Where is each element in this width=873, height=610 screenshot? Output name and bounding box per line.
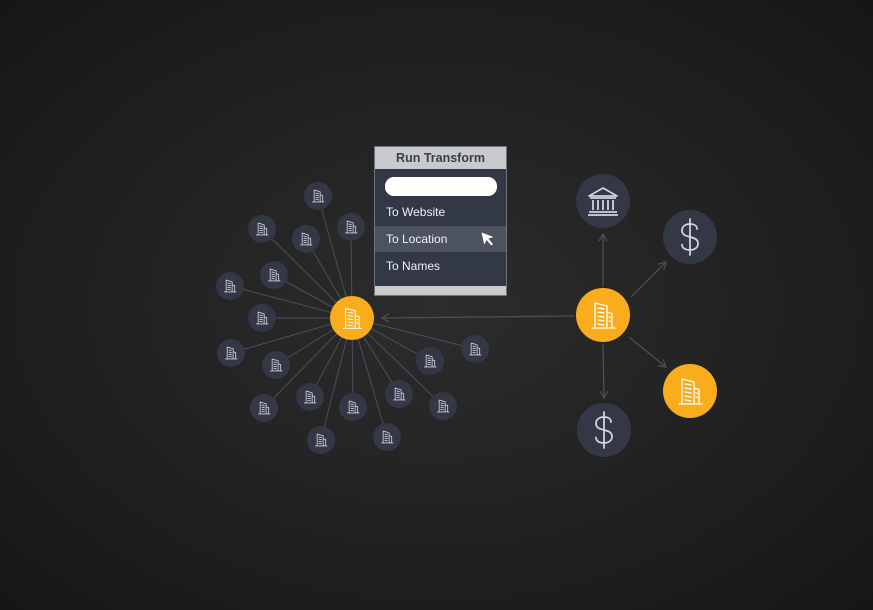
edge-arrow <box>628 336 668 368</box>
satellite-node[interactable] <box>307 426 335 454</box>
satellite-node[interactable] <box>292 225 320 253</box>
satellite-node[interactable] <box>250 394 278 422</box>
satellite-node[interactable] <box>429 392 457 420</box>
result-node-bank[interactable] <box>576 174 630 228</box>
edge-arrow <box>599 343 609 400</box>
satellite-node[interactable] <box>262 351 290 379</box>
menu-item-to-website[interactable]: To Website <box>375 199 506 225</box>
menu-footer <box>375 286 506 295</box>
menu-item-label: To Location <box>386 232 448 246</box>
satellite-node[interactable] <box>461 335 489 363</box>
satellite-node[interactable] <box>416 347 444 375</box>
satellite-node[interactable] <box>296 383 324 411</box>
satellite-node[interactable] <box>216 272 244 300</box>
satellite-node[interactable] <box>248 304 276 332</box>
menu-item-label: To Names <box>386 259 441 273</box>
satellite-node[interactable] <box>248 215 276 243</box>
menu-item-label: To Website <box>386 205 446 219</box>
nodes-layer <box>216 174 717 457</box>
satellite-node[interactable] <box>304 182 332 210</box>
menu-item-to-location[interactable]: To Location <box>375 226 506 252</box>
result-node-dollar[interactable] <box>577 403 631 457</box>
satellite-node[interactable] <box>217 339 245 367</box>
mouse-pointer-icon <box>481 232 494 246</box>
edge-arrow <box>630 261 667 298</box>
edge-arrow <box>380 313 576 323</box>
result-node-office-building[interactable] <box>663 364 717 418</box>
satellite-node[interactable] <box>339 393 367 421</box>
menu-item-to-names[interactable]: To Names <box>375 253 506 279</box>
satellite-node[interactable] <box>260 261 288 289</box>
satellite-node[interactable] <box>373 423 401 451</box>
transform-search-input[interactable] <box>385 177 497 196</box>
hub-node-left[interactable] <box>330 296 374 340</box>
menu-title: Run Transform <box>375 147 506 169</box>
satellite-node[interactable] <box>385 380 413 408</box>
satellite-node[interactable] <box>337 213 365 241</box>
result-node-dollar[interactable] <box>663 210 717 264</box>
run-transform-menu: Run Transform To Website To Location To … <box>374 146 507 296</box>
hub-node-right[interactable] <box>576 288 630 342</box>
